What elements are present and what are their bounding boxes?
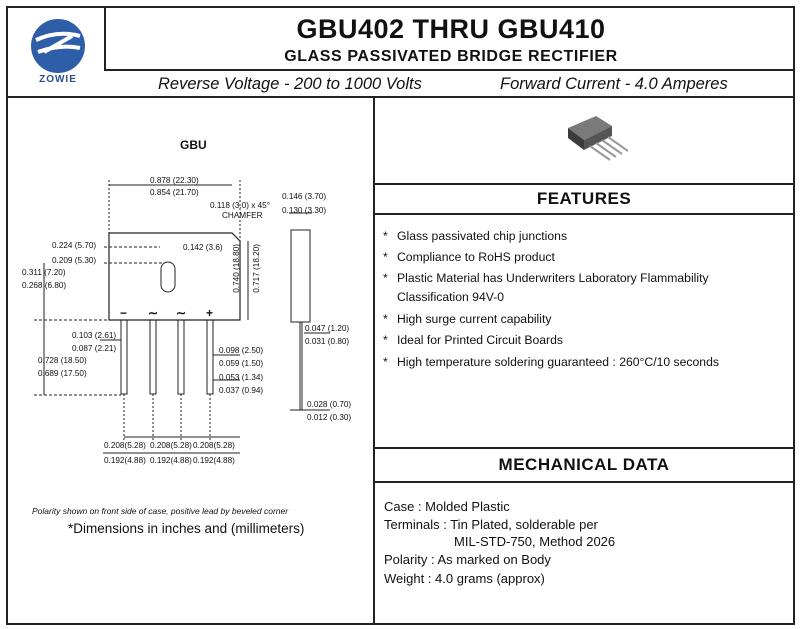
dim-label: 0.059 (1.50) (219, 359, 264, 368)
dim-label: 0.854 (21.70) (150, 188, 199, 197)
dim-label: 0.047 (1.20) (305, 324, 350, 333)
dim-label: 0.053 (1.34) (219, 373, 264, 382)
pin-label-ac-1: ∼ (148, 306, 159, 320)
reverse-voltage-spec: Reverse Voltage - 200 to 1000 Volts (158, 75, 422, 93)
package-label: GBU (180, 138, 207, 152)
mech-weight: Weight : 4.0 grams (approx) (384, 571, 545, 586)
pin-label-ac-2: ∼ (176, 306, 187, 320)
features-title-rule (373, 213, 795, 215)
dim-label: 0.130 (3.30) (282, 206, 327, 215)
dim-label: 0.192(4.88) (104, 456, 146, 465)
column-divider (373, 96, 375, 625)
dim-label: 0.689 (17.50) (38, 369, 87, 378)
forward-current-spec: Forward Current - 4.0 Amperes (500, 75, 728, 93)
dimensions-note: *Dimensions in inches and (millimeters) (68, 521, 305, 536)
component-photo (568, 116, 629, 161)
polarity-note: Polarity shown on front side of case, po… (32, 506, 289, 516)
dim-label: 0.268 (6.80) (22, 281, 67, 290)
dim-label: 0.146 (3.70) (282, 192, 327, 201)
page-subtitle: GLASS PASSIVATED BRIDGE RECTIFIER (284, 48, 618, 65)
dim-label: 0.224 (5.70) (52, 241, 97, 250)
dim-label: 0.192(4.88) (150, 456, 192, 465)
feature-item-2: *Compliance to RoHS product (383, 250, 555, 264)
package-outline-drawing (34, 180, 330, 454)
dim-label: 0.098 (2.50) (219, 346, 264, 355)
header-rule (104, 69, 795, 71)
dim-label: 0.311 (7.20) (22, 268, 66, 277)
dim-label: 0.028 (0.70) (307, 400, 352, 409)
mechanical-top-rule (373, 447, 795, 449)
dim-label: 0.208(5.28) (104, 441, 146, 450)
zowie-logo (31, 19, 85, 73)
spec-rule (6, 96, 795, 98)
image-rule (373, 183, 795, 185)
feature-item-3: *Plastic Material has Underwriters Labor… (383, 271, 709, 285)
dim-label: 0.087 (2.21) (72, 344, 117, 353)
dim-label: 0.118 (3.0) x 45° (210, 201, 271, 210)
feature-item-5: *Ideal for Printed Circuit Boards (383, 333, 563, 347)
mech-polarity: Polarity : As marked on Body (384, 552, 551, 567)
dim-label: 0.717 (18.20) (252, 244, 261, 293)
dim-label: 0.037 (0.94) (219, 386, 264, 395)
dim-label: CHAMFER (222, 211, 263, 220)
datasheet-frame (6, 6, 795, 625)
dim-label: 0.208(5.28) (193, 441, 235, 450)
dim-label: 0.031 (0.80) (305, 337, 350, 346)
dim-label: 0.192(4.88) (193, 456, 235, 465)
mechanical-title: MECHANICAL DATA (498, 455, 670, 474)
dim-label: 0.103 (2.61) (72, 331, 117, 340)
feature-item-3-cont: Classification 94V-0 (397, 290, 505, 304)
dim-label: 0.728 (18.50) (38, 356, 87, 365)
feature-item-6: *High temperature soldering guaranteed :… (383, 355, 719, 369)
features-title: FEATURES (536, 189, 632, 208)
logo-text: ZOWIE (39, 74, 77, 85)
pin-label-negative: − (120, 306, 128, 320)
dim-label: 0.142 (3.6) (183, 243, 223, 252)
dim-label: 0.740 (18.80) (232, 244, 241, 293)
page-title: GBU402 THRU GBU410 (296, 14, 606, 44)
header-divider (104, 6, 106, 70)
dim-label: 0.012 (0.30) (307, 413, 352, 422)
pin-label-positive: + (206, 306, 214, 320)
dim-label: 0.878 (22.30) (150, 176, 199, 185)
mechanical-title-rule (373, 481, 795, 483)
mech-terminals-cont: MIL-STD-750, Method 2026 (454, 534, 616, 549)
mech-terminals: Terminals : Tin Plated, solderable per (384, 517, 598, 532)
dim-label: 0.209 (5.30) (52, 256, 97, 265)
dim-label: 0.208(5.28) (150, 441, 192, 450)
feature-item-4: *High surge current capability (383, 312, 552, 326)
mech-case: Case : Molded Plastic (384, 499, 510, 514)
feature-item-1: *Glass passivated chip junctions (383, 229, 568, 243)
